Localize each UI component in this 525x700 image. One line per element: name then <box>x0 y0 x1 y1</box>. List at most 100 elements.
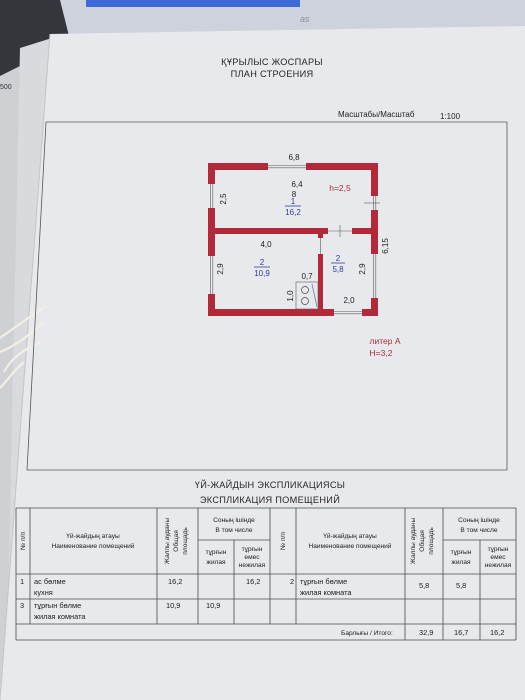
room2-depth: 2,9 <box>216 263 225 275</box>
room-total-area: 5,8 <box>419 581 429 590</box>
room1-mark: 8 <box>292 190 297 199</box>
header-nonliving: тұрғын <box>242 546 263 553</box>
header-nonliving: емес <box>490 554 506 561</box>
header-name-ru: Наименование помещений <box>308 542 391 550</box>
header-including-kz: Соның ішінде <box>213 516 255 524</box>
room-total-area: 16,2 <box>168 577 182 586</box>
liter-label: литер А <box>370 336 401 346</box>
room2-number: 2 <box>260 258 265 267</box>
room1-number: 1 <box>291 197 296 206</box>
scale-label: Масштабы/Масштаб <box>338 110 415 119</box>
header-including-ru: В том числе <box>215 527 252 534</box>
door-middle <box>328 225 352 237</box>
niche-door-line <box>311 283 318 308</box>
header-total-area: Жалпы ауданы <box>410 518 417 565</box>
header-living: тұрғын <box>451 549 472 556</box>
header-number: № п/п <box>280 532 287 550</box>
header-name-kz: Үй-жайдың атауы <box>323 532 377 540</box>
totals-label: Барлығы / Итого: <box>341 630 393 637</box>
header-total-area: Общая <box>172 530 180 552</box>
wall-left <box>208 163 215 316</box>
room1-depth: 2,5 <box>219 193 228 205</box>
header-nonliving: нежилая <box>485 562 512 569</box>
drawing-frame <box>26 121 508 471</box>
niche-width: 0,7 <box>301 272 313 281</box>
header-total-area: Общая <box>418 530 426 552</box>
row-number: 3 <box>20 601 24 610</box>
stove-burner-icon <box>301 286 309 294</box>
header-living: жилая <box>206 559 226 566</box>
room3-depth: 2,9 <box>358 263 367 275</box>
room-living-area: 10,9 <box>206 601 220 610</box>
stove-burner-icon <box>301 297 309 305</box>
niche-depth: 1,0 <box>286 290 295 302</box>
wall-middle <box>208 228 378 234</box>
explication-table: № п/п Үй-жайдың атауы Наименование помещ… <box>15 507 517 641</box>
header-number: № п/п <box>20 532 27 550</box>
header-nonliving: тұрғын <box>488 546 509 553</box>
room1-length: 6,4 <box>291 180 303 189</box>
table-row: 3 тұрғын бөлме жилая комната 10,9 10,9 <box>20 601 220 621</box>
window-right-lower <box>371 254 378 298</box>
liter-height: Н=3,2 <box>370 348 393 358</box>
room1-ceiling-height: h=2,5 <box>329 183 351 193</box>
header-including-ru: В том числе <box>460 527 497 534</box>
window-left-lower <box>208 256 215 294</box>
top-paper-fragment: as <box>300 14 310 24</box>
room2-area: 10,9 <box>254 269 270 278</box>
header-name-kz: Үй-жайдың атауы <box>66 532 120 540</box>
room-name-kz: ас бөлме <box>34 577 66 586</box>
window-right-upper <box>364 196 380 210</box>
door-partition <box>318 238 323 254</box>
room3-area: 5,8 <box>332 265 344 274</box>
room-name-ru: жилая комната <box>300 588 352 597</box>
room1-area: 16,2 <box>285 208 301 217</box>
row-number: 2 <box>290 577 294 586</box>
plan-title-ru: ПЛАН СТРОЕНИЯ <box>231 69 314 79</box>
niche-outline <box>295 281 319 310</box>
header-nonliving: емес <box>244 554 260 561</box>
table-row: 2 тұрғын бөлме жилая комната 5,8 5,8 <box>290 577 466 597</box>
room-name-ru: кухня <box>34 588 53 597</box>
row-number: 1 <box>20 577 24 586</box>
floor-plan: 6,8 6,4 8 1 16,2 h=2,5 2,5 4,0 2 10,9 2,… <box>208 153 401 358</box>
header-living: жилая <box>451 559 471 566</box>
stack-page-number: 500 <box>0 84 12 91</box>
header-nonliving: нежилая <box>239 562 266 569</box>
room-name-ru: жилая комната <box>34 612 86 621</box>
header-total-area: площадь <box>428 527 435 555</box>
window-top <box>268 163 306 170</box>
room2-length: 4,0 <box>260 240 272 249</box>
room3-number: 2 <box>336 254 341 263</box>
table-row: 1 ас бөлме кухня 16,2 16,2 <box>20 577 260 597</box>
right-side-length: 6,15 <box>381 238 390 254</box>
room-total-area: 10,9 <box>166 601 180 610</box>
wall-bottom <box>208 309 378 316</box>
room-living-area: 5,8 <box>456 581 466 590</box>
overall-length: 6,8 <box>288 153 300 162</box>
header-name-ru: Наименование помещений <box>51 542 134 550</box>
header-including-kz: Соның ішінде <box>458 516 500 524</box>
sheet-edge-line <box>0 33 51 700</box>
totals-living-area: 16,7 <box>454 628 468 637</box>
room3-width: 2,0 <box>343 296 355 305</box>
totals-nonliving-area: 16,2 <box>490 628 504 637</box>
window-bottom <box>334 309 362 316</box>
binding-cord <box>0 305 47 389</box>
plan-title-kz: ҚҰРЫЛЫС ЖОСПАРЫ <box>221 57 323 67</box>
wall-right <box>371 163 378 316</box>
main-sheet <box>0 26 525 700</box>
room-name-kz: тұрғын бөлме <box>34 601 81 610</box>
top-paper-blue-stripe <box>86 0 300 7</box>
header-total-area: площадь <box>182 527 189 555</box>
window-left-upper <box>208 184 215 208</box>
explication-title-kz: ҮЙ-ЖАЙДЫН ЭКСПЛИКАЦИЯСЫ <box>195 479 345 490</box>
totals-total-area: 32,9 <box>419 628 433 637</box>
explication-title-ru: ЭКСПЛИКАЦИЯ ПОМЕЩЕНИЙ <box>200 494 340 505</box>
totals-row: Барлығы / Итого: 32,9 16,7 16,2 <box>341 628 504 637</box>
scale-value: 1:100 <box>440 112 461 121</box>
room-name-kz: тұрғын бөлме <box>300 577 347 586</box>
header-living: тұрғын <box>206 549 227 556</box>
header-total-area: Жалпы ауданы <box>164 518 171 565</box>
